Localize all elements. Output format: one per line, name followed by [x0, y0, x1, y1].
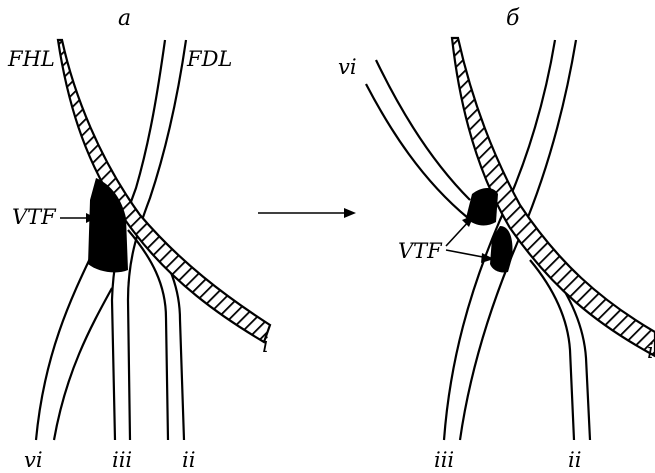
branch-vi-label: vi	[24, 448, 43, 472]
left-panel: а FHL FDL VTF i vi iii ii	[7, 6, 270, 472]
vtf-label: VTF	[12, 205, 57, 229]
panel-b-label: б	[506, 6, 520, 31]
fdl-label: FDL	[186, 47, 232, 71]
transition-arrow-head	[344, 208, 356, 218]
branch-vi-right-label: vi	[338, 55, 357, 79]
branch-i-right-label: i	[647, 339, 654, 363]
panel-a-label: а	[118, 6, 131, 31]
branch-ii-label: ii	[182, 448, 195, 472]
branch-iii-right-label: iii	[434, 448, 454, 472]
right-panel: б vi VTF iii ii i	[338, 6, 655, 472]
vtf-right-label: VTF	[398, 239, 443, 263]
branch-iii-label: iii	[112, 448, 132, 472]
branch-vi-tube	[36, 248, 112, 440]
branch-ii-right-label: ii	[568, 448, 581, 472]
branch-i-label: i	[262, 333, 269, 357]
branch-vi-tube-right	[366, 60, 470, 218]
fhl-label: FHL	[7, 47, 55, 71]
